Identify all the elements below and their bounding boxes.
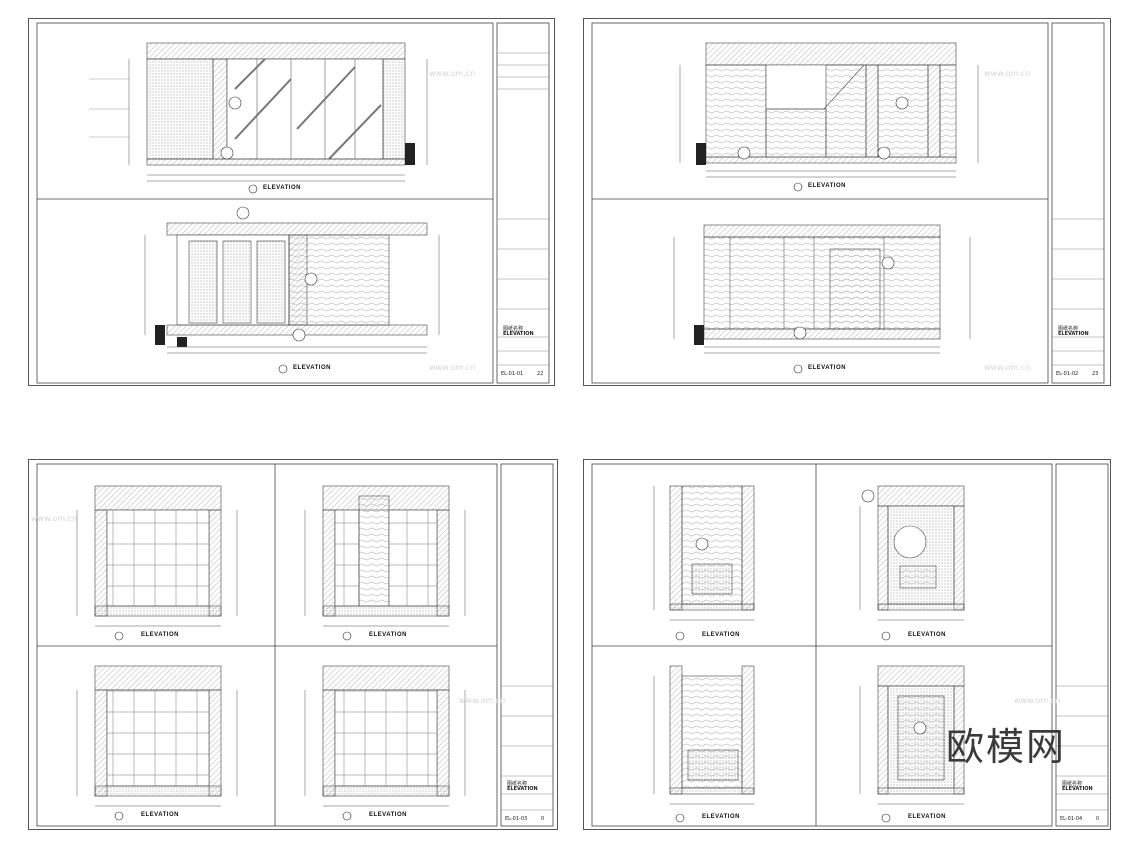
sheet-3-drawing-no: EL-01-03 [505, 816, 528, 822]
sheet-1-caption-upper: ELEVATION [263, 185, 301, 191]
sheet-3-title-cn: 图纸名称 [507, 781, 528, 787]
sheet-2-page-no: 23 [1092, 371, 1099, 377]
drawing-sheet-2: ELEVATION ELEVATION 图纸名称 ELEVATION EL-01… [583, 18, 1111, 386]
sheet-1-title-en: ELEVATION [503, 331, 534, 337]
drawing-sheet-3: ELEVATION ELEVATION ELEVATION ELEVATION … [28, 459, 558, 830]
sheet-2-title-en: ELEVATION [1058, 331, 1089, 337]
sheet-4-title-cn: 图纸名称 [1062, 781, 1083, 787]
sheet-1-watermark-url: www.om.cn [429, 69, 476, 78]
drawing-sheet-1: ELEVATION ELEVATION 图纸名称 ELEVATION EL-01… [28, 18, 555, 386]
sheet-2-watermark-url-2: www.om.cn [984, 363, 1031, 372]
sheet-3-caption-3: ELEVATION [141, 812, 179, 818]
sheet-2-drawing-no: EL-01-02 [1056, 371, 1079, 377]
sheet-2-watermark-url: www.om.cn [984, 69, 1031, 78]
sheet-4-watermark-url: www.om.cn [1014, 696, 1061, 705]
sheet-4-caption-3: ELEVATION [702, 814, 740, 820]
sheet-1-linework [36, 22, 550, 384]
sheet-4-linework [591, 463, 1109, 827]
sheet-2-caption-lower: ELEVATION [808, 365, 846, 371]
sheet-2-title-cn: 图纸名称 [1058, 326, 1079, 332]
sheet-4-drawing-no: EL-01-04 [1060, 816, 1083, 822]
sheet-4-caption-1: ELEVATION [702, 632, 740, 638]
sheet-3-caption-1: ELEVATION [141, 632, 179, 638]
sheet-4-page-no: 0 [1096, 816, 1100, 822]
sheet-1-caption-lower: ELEVATION [293, 365, 331, 371]
sheet-1-watermark-url-2: www.om.cn [429, 363, 476, 372]
sheet-4-caption-4: ELEVATION [908, 814, 946, 820]
sheet-3-linework [36, 463, 554, 827]
sheet-3-title-en: ELEVATION [507, 786, 538, 792]
drawing-sheet-4: ELEVATION ELEVATION ELEVATION ELEVATION … [583, 459, 1111, 830]
sheet-2-caption-upper: ELEVATION [808, 183, 846, 189]
sheet-3-watermark-url: www.om.cn [31, 514, 78, 523]
sheet-3-caption-2: ELEVATION [369, 632, 407, 638]
sheet-3-caption-4: ELEVATION [369, 812, 407, 818]
sheet-3-watermark-url-2: www.om.cn [459, 696, 506, 705]
sheet-4-title-en: ELEVATION [1062, 786, 1093, 792]
sheet-2-linework [591, 22, 1105, 384]
sheet-4-caption-2: ELEVATION [908, 632, 946, 638]
sheet-1-drawing-no: EL-01-01 [501, 371, 524, 377]
sheet-3-page-no: 0 [541, 816, 545, 822]
watermark-logo: 欧模网 [945, 725, 1066, 769]
sheet-1-page-no: 22 [537, 371, 544, 377]
sheet-1-title-cn: 图纸名称 [503, 326, 524, 332]
